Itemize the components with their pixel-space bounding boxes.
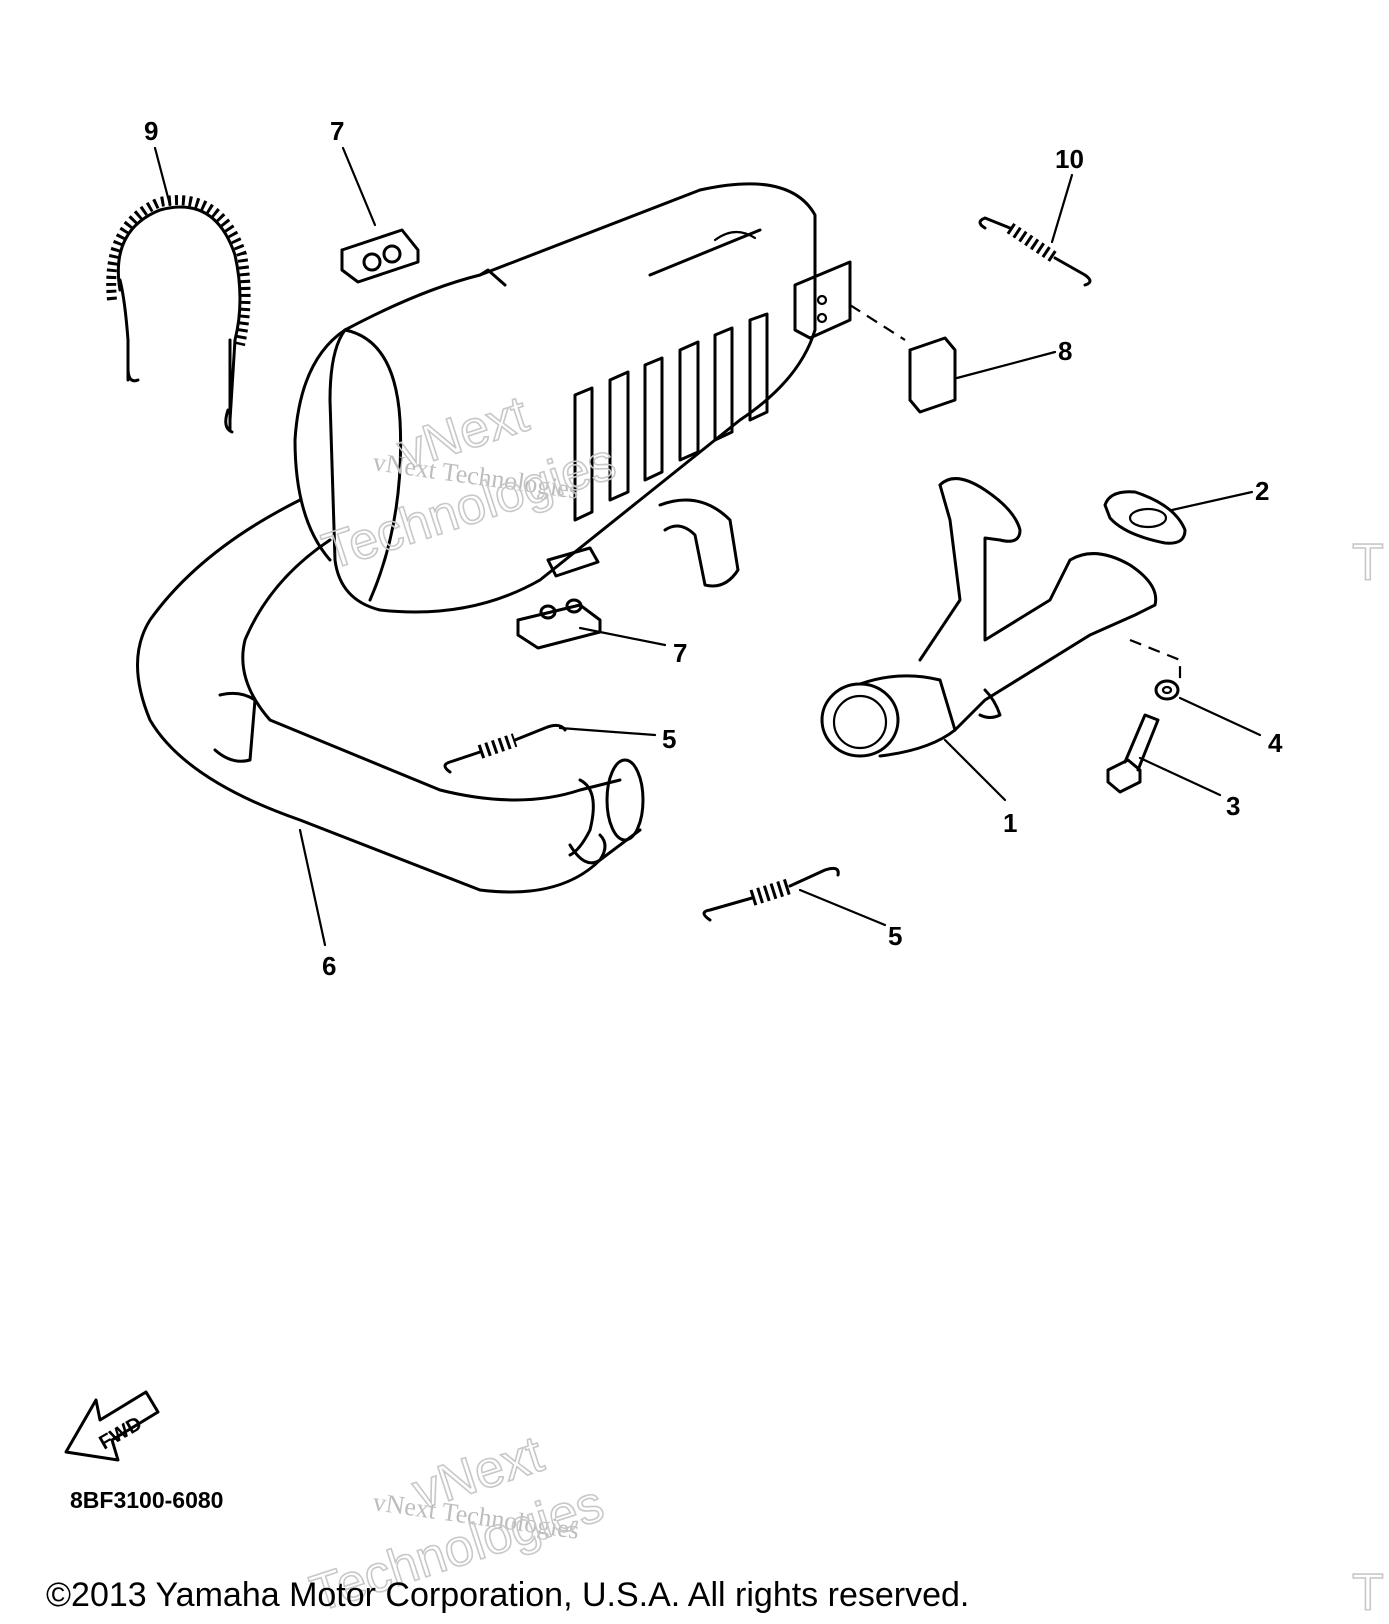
- part-2-gasket: [1103, 490, 1187, 545]
- callout-2: 2: [1255, 476, 1269, 506]
- part-1-joint-pipe: [820, 477, 1182, 758]
- part-4-washer: [1154, 679, 1180, 701]
- part-7-damper-bottom: [516, 598, 602, 650]
- callout-3: 3: [1226, 791, 1240, 821]
- part-9-coil-spring: [106, 195, 251, 434]
- part-3-bolt: [1106, 713, 1160, 794]
- callout-5-lower: 5: [888, 921, 902, 951]
- callout-1: 1: [1003, 808, 1017, 838]
- muffler: [293, 182, 852, 614]
- callout-10: 10: [1055, 144, 1084, 174]
- diagram-code: 8BF3100-6080: [70, 1487, 223, 1513]
- part-10-spring: [978, 216, 1092, 287]
- part-5-spring-upper: [443, 723, 567, 774]
- copyright-notice: ©2013 Yamaha Motor Corporation, U.S.A. A…: [46, 1576, 970, 1614]
- callout-7-top: 7: [330, 116, 344, 146]
- callout-labels: 9 7 10 8 2 7 5 4 3 1 5 6: [144, 116, 1283, 981]
- callout-8: 8: [1058, 336, 1072, 366]
- callout-6: 6: [322, 951, 336, 981]
- part-7-damper-top: [340, 228, 420, 284]
- part-6-exhaust-pipe: [136, 498, 645, 894]
- fwd-arrow-icon: FWD: [64, 1390, 160, 1462]
- watermark-edge-2: T: [1352, 1564, 1384, 1622]
- callout-5-upper: 5: [662, 724, 676, 754]
- part-5-spring-lower: [702, 866, 840, 922]
- callout-4: 4: [1268, 728, 1283, 758]
- watermark-upper: vNext vNext Technologies Technologies T: [315, 384, 1385, 593]
- callout-7-bottom: 7: [673, 638, 687, 668]
- watermark-edge-1: T: [1352, 534, 1384, 592]
- leader-lines: [153, 146, 1262, 947]
- callout-9: 9: [144, 116, 158, 146]
- part-8-damper: [849, 304, 957, 414]
